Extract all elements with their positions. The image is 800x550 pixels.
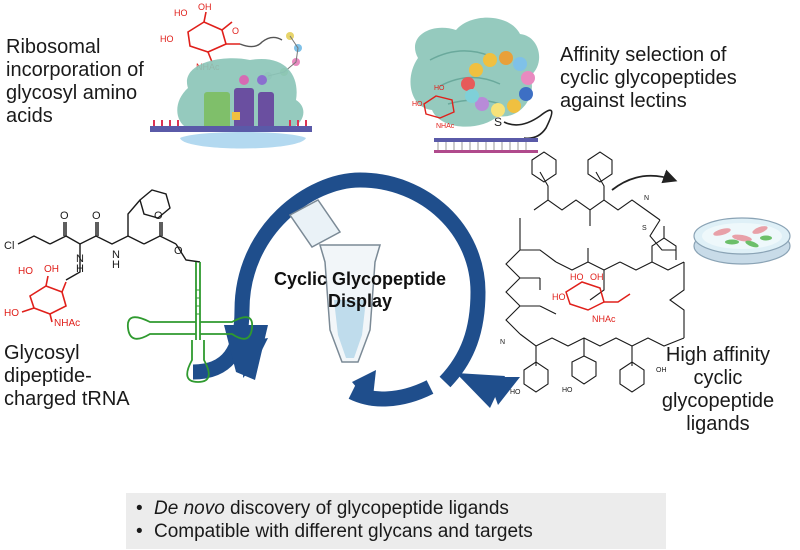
bullet-item-de-novo: • De novo discovery of glycopeptide ligan… — [136, 497, 666, 520]
svg-text:HO: HO — [160, 34, 174, 44]
bullet-italic-de-novo: De novo — [154, 498, 225, 519]
svg-text:NHAc: NHAc — [436, 123, 455, 130]
svg-text:NHAc: NHAc — [54, 318, 80, 329]
svg-text:OH: OH — [656, 367, 667, 374]
svg-text:HO: HO — [174, 8, 188, 18]
label-high-affinity-ligands: High affinity cyclic glycopeptide ligand… — [661, 344, 775, 435]
svg-text:HO: HO — [510, 389, 521, 396]
eppendorf-tube-icon — [288, 199, 382, 363]
svg-text:HO: HO — [562, 387, 573, 394]
svg-text:OH: OH — [590, 272, 604, 282]
galnac-sugar-right — [565, 281, 631, 311]
bullet-text-compatible: Compatible with different glycans and ta… — [154, 521, 533, 542]
svg-text:HO: HO — [412, 101, 423, 108]
mrna-display-linker: S — [434, 109, 553, 153]
summary-bullet-box: • De novo discovery of glycopeptide ligan… — [126, 493, 666, 549]
svg-text:HO: HO — [4, 308, 19, 319]
to-target-arrow — [611, 169, 678, 191]
svg-text:H: H — [76, 263, 84, 275]
bullet-symbol: • — [136, 498, 143, 519]
cyclic-glycopeptide-display-title: Cyclic Glycopeptide Display — [273, 269, 447, 311]
svg-text:NHAc: NHAc — [592, 314, 616, 324]
svg-text:HO: HO — [434, 85, 445, 92]
galnac-sugar-left — [21, 275, 67, 323]
trna-icon — [127, 262, 254, 383]
svg-text:N: N — [112, 249, 120, 261]
svg-text:S: S — [494, 115, 502, 129]
svg-text:O: O — [92, 210, 101, 222]
svg-text:HO: HO — [552, 292, 566, 302]
right-atom-text: N HO HO OH N S — [500, 195, 667, 396]
label-glycosyl-dipeptide-trna: Glycosyl dipeptide- charged tRNA — [4, 342, 130, 410]
svg-text:Cl: Cl — [4, 240, 14, 252]
bullet-symbol: • — [136, 521, 143, 542]
label-affinity-selection: Affinity selection of cyclic glycopeptid… — [560, 44, 737, 112]
ribosome-top-left — [150, 58, 312, 149]
sugar-text-right: HO OH HO NHAc — [552, 272, 616, 324]
svg-text:HO: HO — [18, 266, 33, 277]
dipeptide-atom-text: Cl O O N H N H O O — [4, 210, 183, 275]
svg-text:OH: OH — [44, 264, 59, 275]
svg-text:H: H — [112, 259, 120, 271]
bullet-item-compatible: • Compatible with different glycans and t… — [136, 520, 666, 543]
svg-text:S: S — [642, 225, 647, 232]
svg-text:N: N — [76, 253, 84, 265]
bullet-text-discovery: discovery of glycopeptide ligands — [224, 498, 509, 519]
svg-text:HO: HO — [570, 272, 584, 282]
cycle-arrowheads — [224, 325, 520, 408]
svg-text:N: N — [644, 195, 649, 202]
galnac-sugar-top-right — [423, 95, 455, 119]
dipeptide-structure — [17, 189, 201, 281]
cyclic-peptide-beads-top-right — [461, 51, 535, 117]
svg-text:O: O — [232, 26, 239, 36]
cyclic-glycopeptide-structure — [505, 151, 685, 393]
svg-text:O: O — [154, 210, 163, 222]
sugar-text-left: HO OH HO NHAc — [4, 264, 80, 329]
svg-text:OH: OH — [198, 2, 212, 12]
svg-text:N: N — [500, 339, 505, 346]
galnac-sugar-top-left — [187, 11, 283, 63]
svg-text:O: O — [60, 210, 69, 222]
label-ribosomal-incorporation: Ribosomal incorporation of glycosyl amin… — [6, 36, 144, 127]
sugar-text-top-right: HO HO NHAc — [412, 85, 455, 130]
svg-text:O: O — [174, 245, 183, 257]
petri-dish-icon — [693, 217, 791, 265]
